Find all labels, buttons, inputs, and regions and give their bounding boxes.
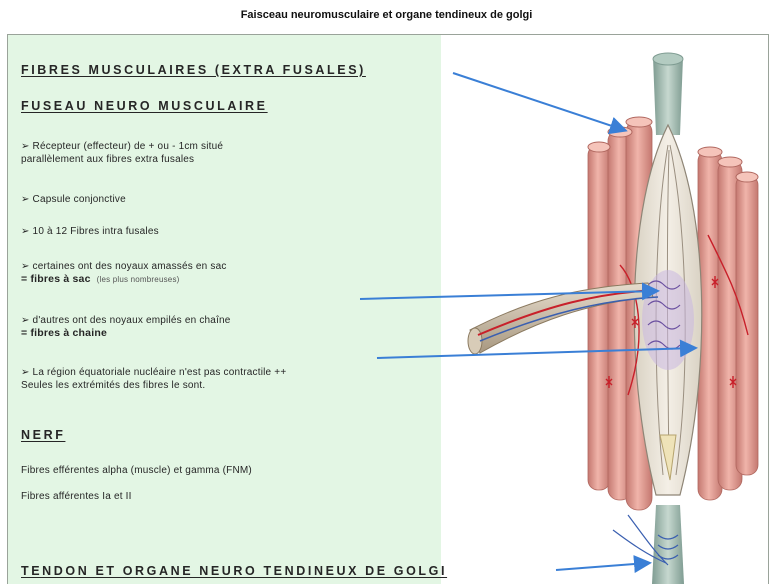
sac-line-1: ➢ certaines ont des noyaux amassés en sa… — [21, 260, 227, 273]
sac-note: (les plus nombreuses) — [97, 275, 180, 284]
chaine-line-1: ➢ d'autres ont des noyaux empilés en cha… — [21, 314, 231, 327]
sac-term: = fibres à sac — [21, 273, 91, 285]
efferentes-line: Fibres efférentes alpha (muscle) et gamm… — [21, 464, 252, 477]
tendon-bottom — [652, 505, 684, 584]
recepteur-line-2: parallèlement aux fibres extra fusales — [21, 153, 194, 166]
heading-fibres-musculaires: FIBRES MUSCULAIRES (EXTRA FUSALES) — [21, 63, 366, 77]
nuclear-region — [642, 270, 694, 370]
heading-nerf: NERF — [21, 428, 65, 442]
page-title: Faisceau neuromusculaire et organe tendi… — [0, 9, 773, 21]
sac-line-2: = fibres à sac (les plus nombreuses) — [21, 273, 180, 286]
extrafusal-fibres-right — [698, 147, 758, 500]
heading-fuseau-neuro-musculaire: FUSEAU NEURO MUSCULAIRE — [21, 99, 268, 113]
arrow-to-extrafusal-fibres — [453, 73, 624, 130]
chaine-term: = fibres à chaine — [21, 327, 107, 339]
equatorial-line-1: ➢ La région équatoriale nucléaire n'est … — [21, 366, 286, 379]
tendon-top — [653, 57, 683, 135]
diagram-panel: FIBRES MUSCULAIRES (EXTRA FUSALES) FUSEA… — [7, 34, 769, 584]
heading-tendon-golgi: TENDON ET ORGANE NEURO TENDINEUX DE GOLG… — [21, 564, 447, 578]
afferentes-line: Fibres afférentes Ia et II — [21, 490, 132, 503]
equatorial-line-2: Seules les extrémités des fibres le sont… — [21, 379, 205, 392]
recepteur-line-1: ➢ Récepteur (effecteur) de + ou - 1cm si… — [21, 140, 223, 153]
chaine-line-2: = fibres à chaine — [21, 327, 107, 340]
fibres-intra-line: ➢ 10 à 12 Fibres intra fusales — [21, 225, 159, 238]
arrow-to-golgi-organ — [556, 563, 648, 570]
capsule-line: ➢ Capsule conjonctive — [21, 193, 126, 206]
